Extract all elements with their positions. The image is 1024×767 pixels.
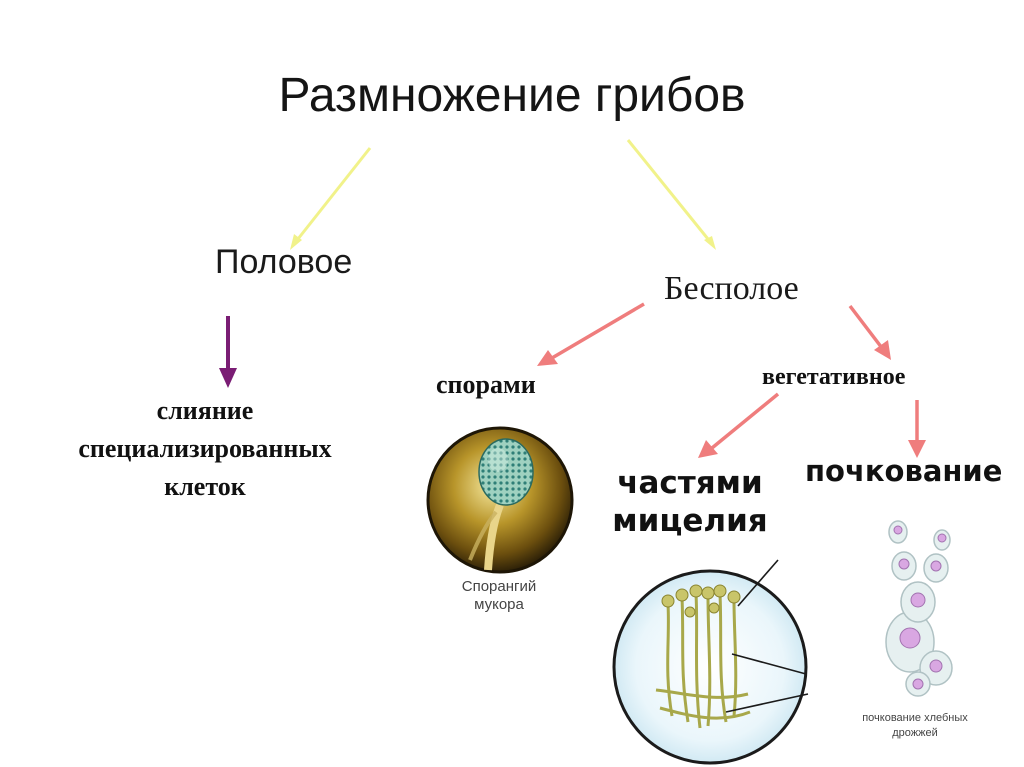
sporangium-caption: Спорангий мукора	[424, 578, 574, 614]
sporangium-caption-line-2: мукора	[474, 596, 524, 613]
fusion-line-3: клеток	[164, 472, 246, 501]
yeast-caption-line-1: почкование хлебных	[862, 712, 968, 724]
node-cell-fusion: слияние специализированных клеток	[30, 392, 380, 506]
arrow-title-to-sexual	[290, 147, 372, 250]
node-asexual: Бесполое	[664, 270, 799, 307]
fusion-line-2: специализированных	[78, 434, 332, 463]
sporangium-caption-line-1: Спорангий	[461, 578, 537, 595]
mycelium-illustration	[612, 559, 809, 765]
node-mycelium-parts: частями мицелия	[606, 464, 774, 540]
mycelium-line-1: частями	[617, 465, 763, 501]
arrow-asexual-to-vegetative	[848, 304, 891, 360]
node-vegetative: вегетативное	[762, 364, 906, 390]
arrow-vegetative-to-budding	[908, 400, 926, 458]
arrow-asexual-to-spores	[537, 302, 645, 366]
page-title: Размножение грибов	[278, 69, 746, 122]
mycelium-line-2: мицелия	[612, 503, 768, 539]
arrow-vegetative-to-mycelium	[698, 392, 780, 458]
sporangium-illustration	[426, 426, 574, 574]
node-budding: почкование	[805, 454, 1003, 488]
yeast-caption: почкование хлебных дрожжей	[848, 711, 982, 741]
arrow-sexual-to-fusion	[219, 316, 237, 388]
yeast-budding-illustration	[885, 520, 953, 697]
node-sexual: Половое	[215, 243, 353, 281]
fusion-line-1: слияние	[156, 396, 254, 425]
yeast-caption-line-2: дрожжей	[892, 727, 938, 739]
node-spores: спорами	[436, 370, 536, 399]
arrow-title-to-asexual	[626, 139, 716, 250]
